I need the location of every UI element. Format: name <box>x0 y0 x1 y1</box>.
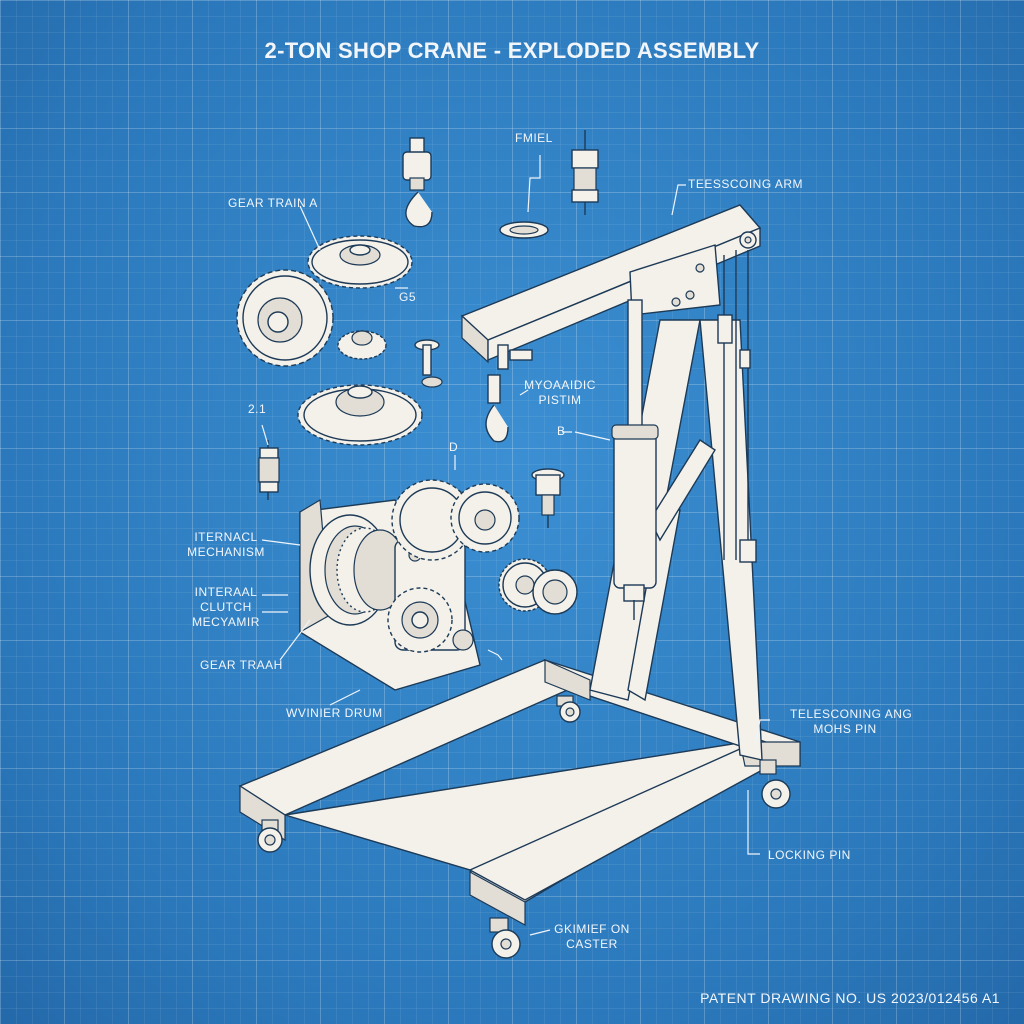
gear-train-a <box>236 235 423 446</box>
label-g5: G5 <box>399 290 417 304</box>
exploded-parts <box>236 130 599 691</box>
label-telescoping-arm: TEESSCOING ARM <box>688 177 804 191</box>
label-hydraulic-piston: MYOAAIDIC PISTIM <box>524 378 596 407</box>
label-telescoping-pin: TELESCONING ANG MOHS PIN <box>790 707 913 736</box>
label-ref-d: D <box>449 440 459 454</box>
caster-rear-left <box>556 695 581 723</box>
drawing-title: 2-TON SHOP CRANE - EXPLODED ASSEMBLY <box>264 38 760 63</box>
label-gear-train-b: GEAR TRAAH <box>200 658 283 672</box>
damper-left <box>258 440 280 500</box>
hydraulic-ram-cylinder <box>613 427 657 589</box>
caster-front <box>489 917 521 959</box>
damper-top <box>571 130 599 215</box>
label-fmiel: FMIEL <box>515 131 553 145</box>
winch-gearbox <box>299 498 481 691</box>
label-internal-clutch: INTERAAL CLUTCH MECYAMIR <box>192 585 260 629</box>
patent-number: PATENT DRAWING NO. US 2023/012456 A1 <box>700 990 1000 1006</box>
hook-assembly-top <box>402 137 433 228</box>
leader-lines <box>261 155 770 936</box>
label-winder-drum: WVINIER DRUM <box>286 706 383 720</box>
label-ref-2-1: 2.1 <box>248 402 267 416</box>
label-locking-pin: LOCKING PIN <box>768 848 851 862</box>
label-internal-mechanism: ITERNACL MECHANISM <box>187 530 265 559</box>
hydraulic-ram-rod <box>627 299 643 441</box>
gear-train-b <box>391 479 578 615</box>
bolt-part <box>414 339 443 388</box>
label-ref-b: B <box>557 424 566 438</box>
caster-right <box>759 759 791 809</box>
label-gear-train-a: GEAR TRAIN A <box>228 196 318 210</box>
caster-left <box>257 819 283 853</box>
valve-part <box>531 468 565 528</box>
crane-frame <box>238 204 801 959</box>
label-caster: GKIMIEF ON CASTER <box>554 922 630 951</box>
